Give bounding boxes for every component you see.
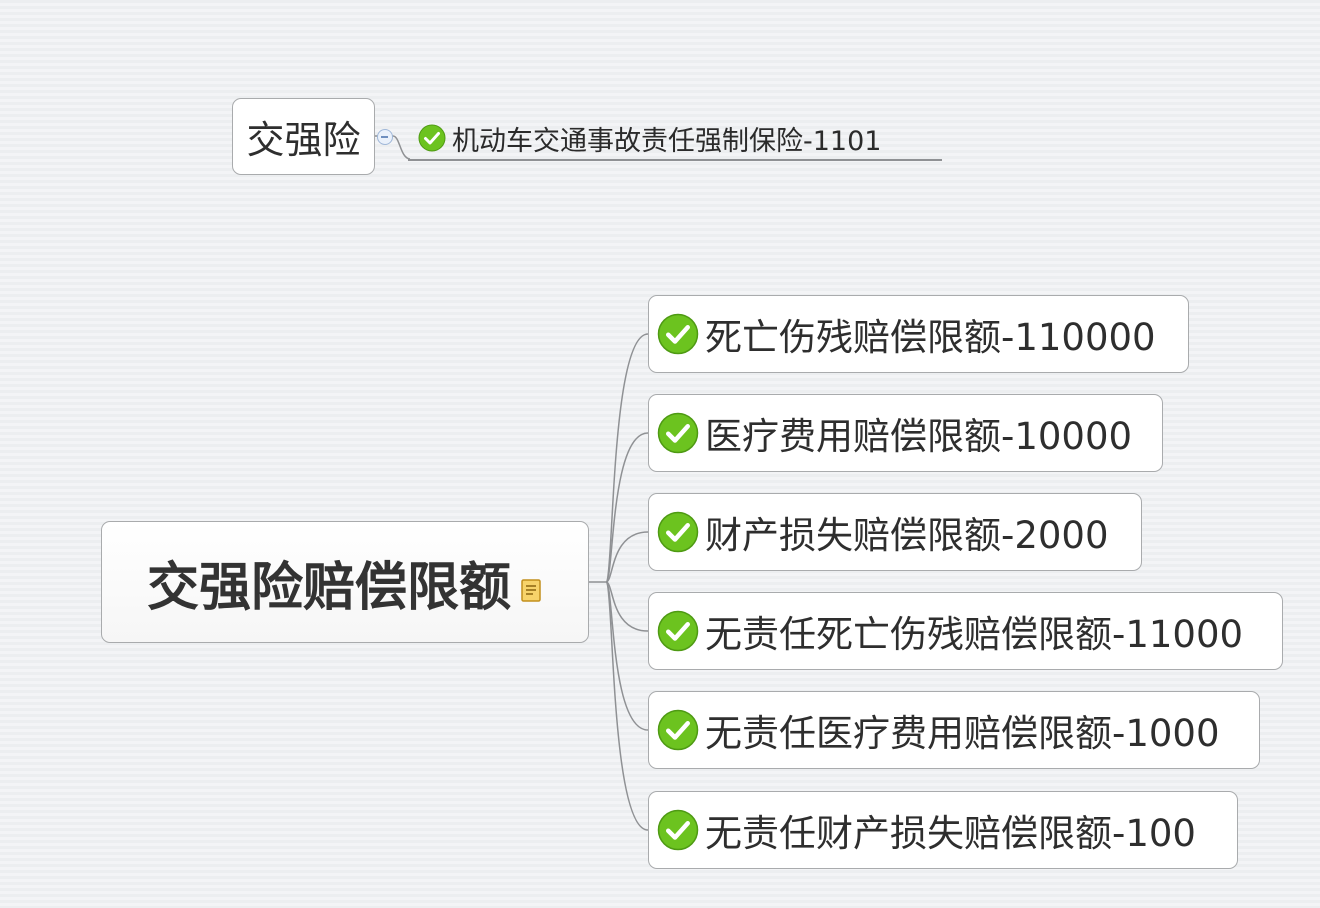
subtopic-underline [408,159,942,161]
branch-label: 死亡伤残赔偿限额-110000 [705,316,1156,359]
top-connector [375,135,411,160]
collapse-icon[interactable] [377,129,393,145]
branch-node[interactable]: 财产损失赔偿限额-2000 [648,493,1142,571]
branch-node[interactable]: 医疗费用赔偿限额-10000 [648,394,1163,472]
branch-label: 医疗费用赔偿限额-10000 [705,415,1133,458]
top-topic-node[interactable]: 交强险 [232,98,375,175]
branch-node[interactable]: 无责任财产损失赔偿限额-100 [648,791,1238,869]
subtopic-label: 机动车交通事故责任强制保险-1101 [452,125,882,157]
subtopic-item[interactable]: 机动车交通事故责任强制保险-1101 [418,116,881,160]
branch-node[interactable]: 无责任死亡伤残赔偿限额-11000 [648,592,1283,670]
branch-connector [605,432,649,583]
branch-label: 无责任财产损失赔偿限额-100 [705,812,1196,855]
check-icon [657,313,699,355]
note-icon[interactable] [521,556,543,616]
branch-label: 无责任死亡伤残赔偿限额-11000 [705,613,1244,656]
central-topic-node[interactable]: 交强险赔偿限额 [101,521,589,643]
branch-connector [605,581,649,632]
branch-label: 无责任医疗费用赔偿限额-1000 [705,712,1220,755]
branch-connectors [589,333,649,831]
check-icon [418,124,446,152]
branch-node[interactable]: 无责任医疗费用赔偿限额-1000 [648,691,1260,769]
check-icon [657,809,699,851]
branch-connector [605,531,649,583]
top-topic-label: 交强险 [246,118,361,162]
branch-node[interactable]: 死亡伤残赔偿限额-110000 [648,295,1189,373]
branch-label: 财产损失赔偿限额-2000 [705,514,1109,557]
branch-connector [605,581,649,831]
check-icon [657,511,699,553]
check-icon [657,610,699,652]
central-topic-label: 交强险赔偿限额 [146,557,511,618]
check-icon [657,709,699,751]
check-icon [657,412,699,454]
